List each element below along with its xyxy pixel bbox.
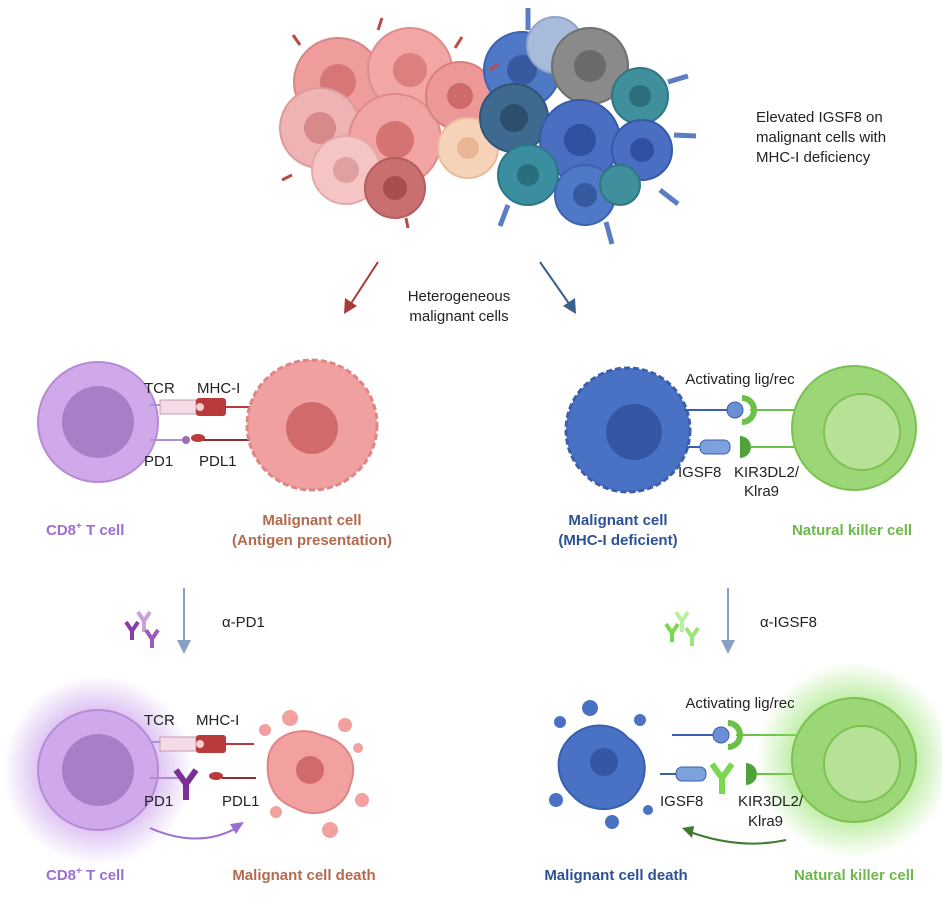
mhc-label: MHC-I xyxy=(197,380,240,397)
igsf8-kir-pair xyxy=(686,436,796,458)
kir-label-2: Klra9 xyxy=(744,483,779,500)
tcr-mhc-complex-bottom xyxy=(150,735,254,753)
tcr-label: TCR xyxy=(144,380,175,397)
igsf8-label: IGSF8 xyxy=(678,464,721,481)
malignant-caption-2: (Antigen presentation) xyxy=(232,532,392,549)
down-arrow-left xyxy=(177,588,191,654)
branch-arrow-right xyxy=(539,261,576,314)
nk-caption-bottom: Natural killer cell xyxy=(794,867,914,884)
pd1-pdl1-pair xyxy=(150,434,250,444)
pd1-label-bottom: PD1 xyxy=(144,793,173,810)
kir-label-bottom-2: Klra9 xyxy=(748,813,783,830)
elevated-label-1: Elevated IGSF8 on xyxy=(756,109,883,126)
malignant-caption-1: Malignant cell xyxy=(262,512,361,529)
cluster-cell-teal xyxy=(599,164,641,206)
kill-arrow-right xyxy=(689,831,787,845)
kir-label-1: KIR3DL2/ xyxy=(734,464,800,481)
nk-cell xyxy=(791,365,917,491)
anti-igsf8-antibody-icon xyxy=(664,610,700,646)
igsf8-label-bottom: IGSF8 xyxy=(660,793,703,810)
cd8-t-cell-activated xyxy=(37,709,159,831)
dying-malignant-cell-blue xyxy=(549,700,653,829)
pd1-label: PD1 xyxy=(144,453,173,470)
pd1-blocked xyxy=(150,768,256,800)
tcr-label-bottom: TCR xyxy=(144,712,175,729)
elevated-label-2: malignant cells with xyxy=(756,129,886,146)
anti-pd1-label: α-PD1 xyxy=(222,614,265,631)
dying-malignant-cell-pink xyxy=(259,710,369,838)
anti-igsf8-label: α-IGSF8 xyxy=(760,614,817,631)
kill-arrow-left xyxy=(149,825,241,840)
malignant-cell-pink xyxy=(245,358,379,492)
heterogeneous-label-2: malignant cells xyxy=(409,308,508,325)
branch-arrow-left xyxy=(344,261,379,314)
death-caption-right: Malignant cell death xyxy=(544,867,687,884)
pdl1-label-bottom: PDL1 xyxy=(222,793,260,810)
activating-label: Activating lig/rec xyxy=(685,371,795,388)
nk-cell-activated xyxy=(791,697,917,823)
kir-label-bottom-1: KIR3DL2/ xyxy=(738,793,804,810)
pdl1-label: PDL1 xyxy=(199,453,237,470)
death-caption-left: Malignant cell death xyxy=(232,867,375,884)
igsf8-blocked xyxy=(660,762,796,794)
tcell-caption-bottom: CD8+ T cell xyxy=(46,866,124,884)
cd8-t-cell xyxy=(37,361,159,483)
tumor-cluster xyxy=(279,8,697,245)
malignant-cell-blue xyxy=(564,366,692,494)
anti-pd1-antibody-icon xyxy=(124,610,160,648)
activating-pair xyxy=(684,395,796,425)
heterogeneous-label-1: Heterogeneous xyxy=(408,288,511,305)
tcr-mhc-complex xyxy=(150,398,250,416)
blue-caption-2: (MHC-I deficient) xyxy=(558,532,677,549)
elevated-label-3: MHC-I deficiency xyxy=(756,149,871,166)
blue-caption-1: Malignant cell xyxy=(568,512,667,529)
tcell-caption: CD8+ T cell xyxy=(46,521,124,539)
down-arrow-right xyxy=(721,588,735,654)
nk-caption: Natural killer cell xyxy=(792,522,912,539)
mhc-label-bottom: MHC-I xyxy=(196,712,239,729)
activating-label-bottom: Activating lig/rec xyxy=(685,695,795,712)
